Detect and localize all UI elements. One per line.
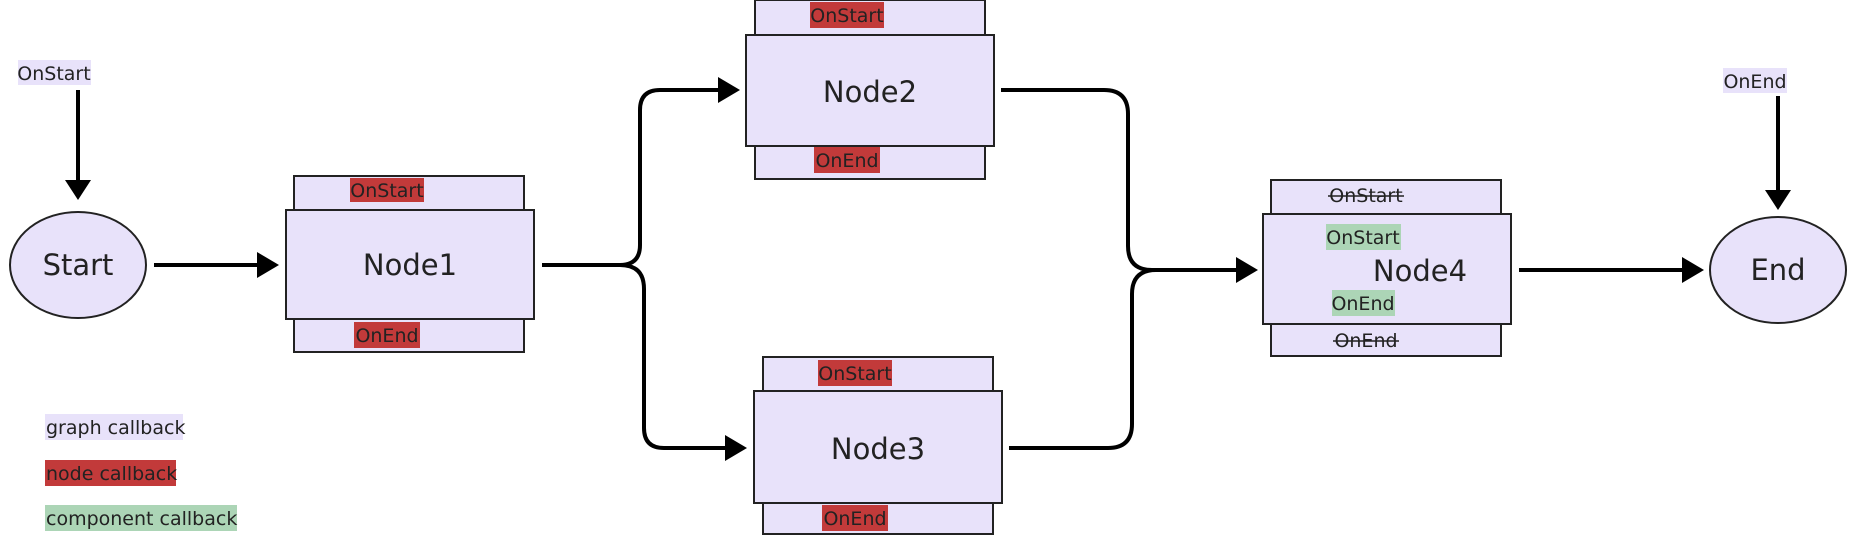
node2-label: Node2 — [823, 75, 917, 109]
end-node[interactable] — [1709, 216, 1847, 324]
node1-label: Node1 — [363, 248, 457, 282]
node2-onstart-bg — [810, 2, 884, 28]
arrowhead-node1-node2 — [718, 77, 740, 103]
legend-component-swatch — [45, 505, 237, 531]
legend-graph-label: graph callback — [46, 417, 185, 439]
node3-onstart-bg — [818, 360, 892, 386]
graph-onend-bg — [1723, 68, 1787, 93]
node4-label: Node4 — [1373, 254, 1467, 288]
edge-node1-node3 — [619, 263, 727, 450]
node2-onstart-label: OnStart — [810, 5, 883, 27]
node4-component-onstart-bg — [1326, 224, 1401, 250]
arrowhead-node1-node3 — [725, 435, 747, 461]
node1-box[interactable] — [285, 209, 535, 320]
node1-onstart-bg — [350, 178, 424, 202]
node2-box[interactable] — [745, 34, 995, 147]
node4-component-onend-bg — [1332, 290, 1395, 316]
node1-onend-bg — [354, 322, 420, 348]
node4-component-onend-label: OnEnd — [1331, 293, 1394, 315]
legend-node-label: node callback — [46, 463, 177, 485]
node4-top-tab — [1270, 179, 1502, 217]
legend-graph-swatch — [45, 414, 183, 440]
graph-onstart-arrowhead — [65, 180, 91, 200]
node3-box[interactable] — [753, 390, 1003, 504]
legend-component-label: component callback — [46, 508, 237, 530]
legend-node-swatch — [45, 460, 176, 486]
graph-onstart-bg — [18, 60, 91, 85]
end-label: End — [1750, 253, 1805, 287]
edge-node3-node4 — [1009, 268, 1157, 450]
node1-onstart-label: OnStart — [350, 180, 423, 202]
node4-bottom-tab — [1270, 321, 1502, 357]
node4-component-onstart-label: OnStart — [1326, 227, 1399, 249]
node3-onend-label: OnEnd — [823, 508, 886, 530]
start-node[interactable] — [9, 211, 147, 319]
node3-onend-bg — [822, 505, 888, 531]
arrowhead-node4-end — [1682, 257, 1704, 283]
node3-onstart-label: OnStart — [818, 363, 891, 385]
graph-onend-arrowhead — [1765, 190, 1791, 210]
graph-onstart-label: OnStart — [17, 63, 90, 85]
edge-node2-node4 — [1001, 88, 1237, 272]
graph-onend-label: OnEnd — [1723, 71, 1786, 93]
start-label: Start — [43, 248, 114, 282]
node3-label: Node3 — [831, 432, 925, 466]
arrowhead-node4-in — [1236, 257, 1258, 283]
node1-onend-label: OnEnd — [355, 325, 418, 347]
edge-node1-node2 — [542, 88, 720, 267]
node2-onend-bg — [814, 147, 880, 173]
arrowhead-start-node1 — [257, 252, 279, 278]
node2-onend-label: OnEnd — [815, 150, 878, 172]
